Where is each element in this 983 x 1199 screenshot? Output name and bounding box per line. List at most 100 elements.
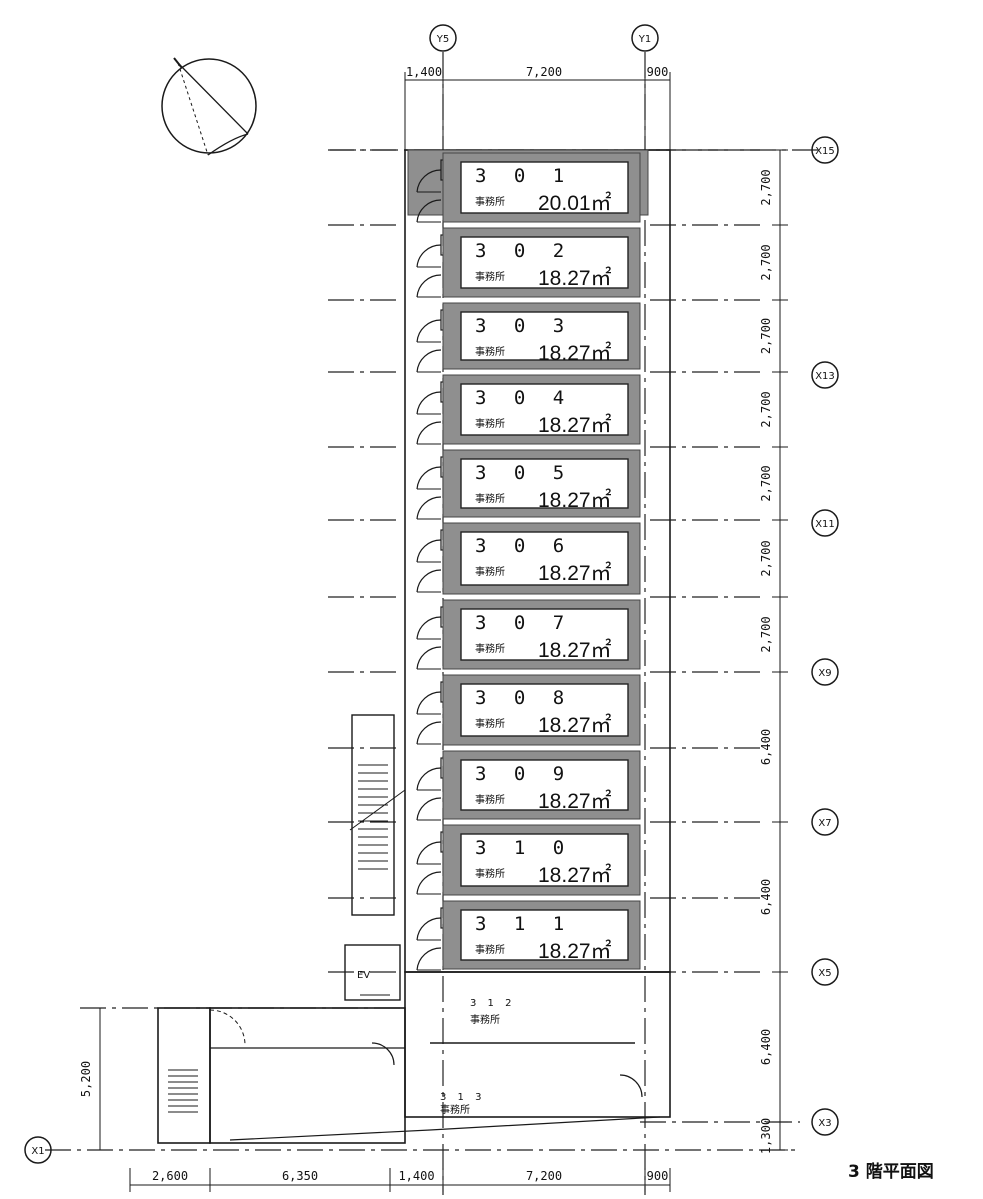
room-number: 3 0 6 [475,535,572,557]
grid-bubble-x-circle [811,958,839,986]
room-area: 18.27㎡ [538,713,612,737]
room-area: 18.27㎡ [538,341,612,365]
dim-bottom-label: 1,400 [398,1169,434,1183]
grid-bubble-x: X13 [815,371,835,382]
dim-right-label: 2,700 [759,244,773,280]
door-swing-icon [416,767,442,791]
dim-right-label: 6,400 [759,879,773,915]
podium-outline [209,1007,406,1144]
grid-bubble-x-circle [811,808,839,836]
door-swing-icon [416,917,442,941]
room-use: 事務所 [475,943,505,956]
dim-top-label: 900 [647,65,669,79]
room-interior [460,383,629,436]
door-swing-icon [416,319,442,343]
grid-bubble-y5-circle [429,24,457,52]
elevator-label: EV [357,970,370,981]
dim-bottom-label: 900 [647,1169,669,1183]
door-swing-icon [416,841,442,865]
elevator-shaft [344,944,401,1001]
dim-top-label: 7,200 [526,65,562,79]
door-swing-icon [416,274,442,298]
grid-bubble-x-circle [811,658,839,686]
room-use: 事務所 [475,270,505,283]
room-area: 20.01㎡ [538,191,612,215]
grid-bubble-x: X9 [818,668,831,679]
dim-right-label: 2,700 [759,169,773,205]
room-use: 事務所 [475,345,505,358]
room-area: 18.27㎡ [538,638,612,662]
site-boundary-line [229,1116,661,1141]
dim-right-label: 1,300 [759,1118,773,1154]
dim-right-label: 2,700 [759,540,773,576]
door-swing-icon [416,466,442,490]
room-interior [460,458,629,509]
door-swing-icon [416,349,442,373]
door-swing-icon [416,421,442,445]
stair-break-line [349,789,406,831]
room-interior [460,608,629,661]
room-interior [460,311,629,361]
dim-right-label: 2,700 [759,318,773,354]
room-interior [460,759,629,811]
door-swing-icon [416,646,442,670]
room-use: 事務所 [470,1013,500,1026]
door-swing-icon [416,539,442,563]
plan-title: 3 階平面図 [848,1162,934,1182]
room-number: 3 0 3 [475,315,572,337]
room-area: 18.27㎡ [538,939,612,963]
room-use: 事務所 [475,717,505,730]
grid-lines [45,52,820,1195]
room-number: 3 0 1 [475,165,572,187]
room-312-313-outline [404,971,671,1118]
door-swing-icon [416,871,442,895]
grid-bubble-x: X5 [818,968,831,979]
grid-bubble-x: X7 [818,818,831,829]
room-interior [460,236,629,289]
dim-bottom-label: 7,200 [526,1169,562,1183]
room-use: 事務所 [475,565,505,578]
room-use: 事務所 [475,867,505,880]
door-swing-icon [416,797,442,821]
door-swing-icon [371,1042,395,1066]
room-use: 事務所 [475,492,505,505]
north-arrow-icon [161,57,257,156]
door-swing-icon [416,691,442,715]
room-interior [460,161,629,214]
staircase-outline [351,714,395,916]
podium-door-swing-icon [209,1009,246,1046]
room-area: 18.27㎡ [538,413,612,437]
grid-bubble-y5: Y5 [436,34,449,45]
dim-right-label: 2,700 [759,616,773,652]
grid-bubble-y1: Y1 [638,34,651,45]
grid-bubble-x: X3 [818,1118,831,1129]
room-number: 3 0 8 [475,687,572,709]
room-area: 18.27㎡ [538,266,612,290]
room-number: 3 1 2 [470,998,515,1009]
door-swing-icon [416,721,442,745]
dim-right-label: 2,700 [759,391,773,427]
room-number: 3 0 2 [475,240,572,262]
room-interior [460,833,629,887]
room-number: 3 1 3 [440,1092,485,1103]
door-swing-icon [416,496,442,520]
room-number: 3 0 4 [475,387,572,409]
room-area: 18.27㎡ [538,561,612,585]
door-swing-icon [619,1074,643,1098]
door-swing-icon [416,569,442,593]
room-interior [460,531,629,586]
room-number: 3 0 9 [475,763,572,785]
grid-bubble-x: X15 [815,146,835,157]
room-use: 事務所 [475,417,505,430]
grid-bubble-x: X11 [815,519,835,530]
grid-bubble-x1-circle [24,1136,52,1164]
room-use: 事務所 [475,793,505,806]
dim-right-label: 6,400 [759,1029,773,1065]
room-number: 3 1 1 [475,913,572,935]
grid-bubble-x-circle [811,1108,839,1136]
dim-bottom-label: 2,600 [152,1169,188,1183]
dim-right-label: 6,400 [759,729,773,765]
room-use: 事務所 [475,642,505,655]
